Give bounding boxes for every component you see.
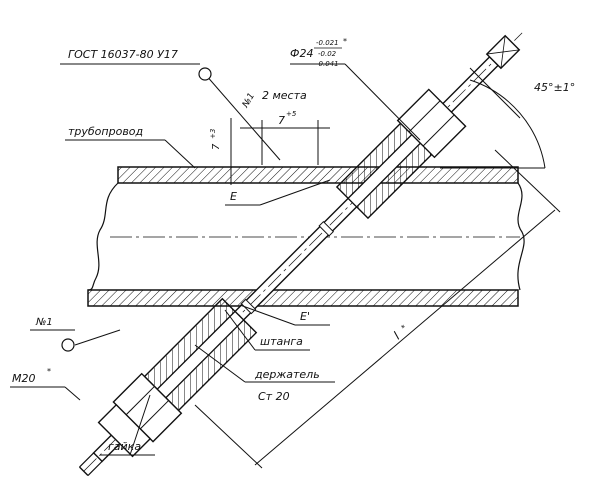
label-places: 2 места <box>262 89 307 102</box>
label-nut: гайка <box>108 440 141 453</box>
label-dim-7-vertical-sup: +3 <box>209 129 217 139</box>
label-marker-n1: №1 <box>35 317 53 328</box>
label-dim-7-horizontal: 7 <box>278 114 285 127</box>
label-length-sup: * <box>400 323 409 332</box>
label-dim-7-vertical: 7 <box>211 143 222 150</box>
marker-circle-left <box>61 338 75 352</box>
label-gost: ГОСТ 16037-80 У17 <box>68 48 178 61</box>
label-holder-material: Ст 20 <box>258 390 290 403</box>
label-thread-sup: * <box>47 367 51 376</box>
label-tol-bot: -0.041 <box>316 60 339 68</box>
rod-assembly <box>78 32 523 477</box>
label-holder: держатель <box>254 368 320 381</box>
label-tol-sup: * <box>343 37 347 46</box>
label-weld-e-prime: Е' <box>300 310 310 323</box>
label-rod: штанга <box>260 335 303 348</box>
pipe-break-left <box>87 182 119 291</box>
label-tol-mid: -0.02 <box>318 50 337 58</box>
lower-nut-2 <box>97 403 152 458</box>
marker-circle-top <box>198 67 212 81</box>
label-pipeline: трубопровод <box>68 125 143 138</box>
label-angle: 45°±1° <box>534 81 575 94</box>
upper-nut <box>396 88 467 159</box>
label-dim-7-horizontal-sup: +5 <box>286 110 297 118</box>
pipe-bottom-wall <box>87 289 519 307</box>
pipe-top-wall <box>117 166 519 184</box>
pipe <box>87 166 525 307</box>
label-tol-top: -0.021 <box>316 39 339 47</box>
pipe-break-right <box>517 182 525 291</box>
label-n1-rotated: №1 <box>240 91 257 110</box>
annotations <box>10 63 561 469</box>
label-phi: Ф24 <box>290 47 313 60</box>
label-length: l <box>391 329 403 342</box>
label-weld-e: Е <box>230 190 237 203</box>
label-thread: М20 <box>12 372 36 385</box>
